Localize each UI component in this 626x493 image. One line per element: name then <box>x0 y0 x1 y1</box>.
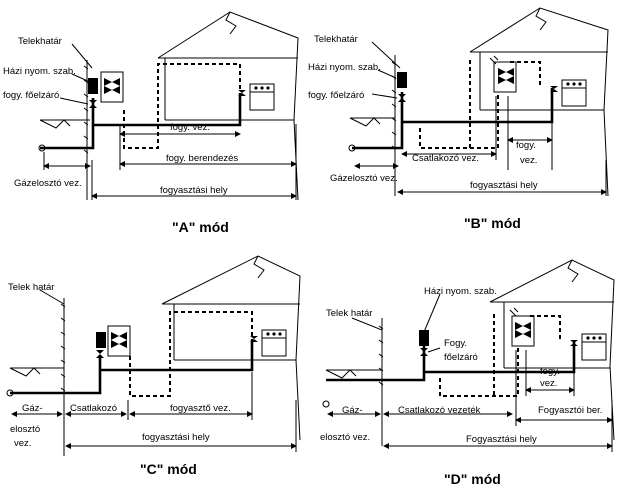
d-label-foelzaro: főelzáró <box>444 352 478 363</box>
panel-a-leaders <box>59 43 93 105</box>
d-label-fogyasztasi-hely: Fogyasztási hely <box>466 434 537 445</box>
c-caption: "C" mód <box>140 461 197 477</box>
d-label-vez2: vez. <box>540 378 557 389</box>
b-label-fogy-foelzaro: fogy. főelzáró <box>308 90 364 101</box>
a-label-fogy-vez: fogy. vez. <box>170 122 210 133</box>
panel-d-leaders <box>351 293 441 353</box>
panel-b-leaders <box>371 41 401 99</box>
panel-a-regulator <box>88 71 124 108</box>
b-caption: "B" mód <box>464 215 521 231</box>
panel-c-pipes <box>6 340 254 397</box>
panel-a: Telekhatár Házi nyom. szab. fogy. főelzá… <box>3 11 299 235</box>
panel-d-stove <box>570 333 607 361</box>
panel-c-house <box>161 255 301 441</box>
panel-b-dimensions <box>354 96 607 196</box>
c-label-eloszto: elosztó <box>10 424 40 435</box>
panel-c-dimensions <box>11 372 297 452</box>
panel-b-regulator <box>397 55 517 102</box>
b-label-telekhatar: Telekhatár <box>314 34 358 45</box>
panel-d-regulator <box>419 307 535 356</box>
c-label-vez: vez. <box>14 438 31 449</box>
panel-c-leaders <box>39 289 65 305</box>
panel-a-house <box>157 11 299 201</box>
b-label-csatlakozo-vez: Csatlakozó vez. <box>412 153 479 164</box>
panel-b-house <box>469 7 609 197</box>
b-label-fogy: fogy. <box>516 140 536 151</box>
a-label-gazeloszto-vez: Gázelosztó vez. <box>14 178 82 189</box>
b-label-fogyasztasi-hely: fogyasztási hely <box>470 180 538 191</box>
panel-a-stove <box>238 83 275 111</box>
d-label-hazi-nyom-szab: Házi nyom. szab. <box>424 286 497 297</box>
panel-d: Telek határ Házi nyom. szab. Fogy. főelz… <box>320 259 615 487</box>
a-label-hazi-nyom-szab: Házi nyom. szab. <box>3 66 76 77</box>
a-label-fogyasztasi-hely: fogyasztási hely <box>160 185 228 196</box>
c-label-csatlakozo: Csatlakozó <box>70 403 117 414</box>
panel-a-dimensions <box>43 124 297 200</box>
panel-a-boundary <box>83 60 89 200</box>
a-label-fogy-berendezes: fogy. berendezés <box>166 153 238 164</box>
d-label-fogy: Fogy. <box>444 338 467 349</box>
panel-d-house <box>489 259 615 441</box>
c-label-gaz: Gáz- <box>22 403 43 414</box>
d-caption: "D" mód <box>444 471 501 487</box>
panel-c-stove <box>250 329 287 357</box>
d-label-fogy2: fogy. <box>540 366 560 377</box>
panel-b-consumer-loop <box>419 60 541 149</box>
panel-a-pipes <box>38 93 242 152</box>
d-label-gaz: Gáz- <box>342 405 363 416</box>
d-label-csatlakozo-vezetek: Csatlakozó vezeték <box>398 405 481 416</box>
c-label-telek-hatar: Telek határ <box>8 282 54 293</box>
c-label-fogyaszto-vez: fogyasztő vez. <box>170 403 231 414</box>
panel-c-boundary <box>60 298 66 456</box>
b-label-vez: vez. <box>520 155 537 166</box>
panel-b-stove <box>550 79 587 107</box>
d-label-eloszto-vez: elosztó vez. <box>320 432 370 443</box>
panel-d-dimensions <box>327 350 613 452</box>
d-label-fogyasztoi-ber: Fogyasztói ber. <box>538 405 602 416</box>
a-caption: "A" mód <box>172 219 229 235</box>
panel-c-consumer-loop <box>129 311 253 397</box>
panel-d-pipes <box>322 340 576 408</box>
a-label-telekhatar: Telekhatár <box>18 36 62 47</box>
panel-d-boundary <box>378 318 384 446</box>
b-label-hazi-nyom-szab: Házi nyom. szab. <box>308 62 381 73</box>
panel-a-consumer-loop <box>123 63 241 149</box>
d-label-telek-hatar: Telek határ <box>326 308 372 319</box>
panel-b: Telekhatár Házi nyom. szab. fogy. főelzá… <box>308 7 609 231</box>
panel-c: Telek határ Gáz- elosztó vez. Csatlakozó… <box>6 255 301 477</box>
c-label-fogyasztasi-hely: fogyasztási hely <box>142 432 210 443</box>
panel-c-regulator <box>96 325 131 358</box>
b-label-gazeloszto-vez: Gázelosztó vez. <box>330 173 398 184</box>
panel-d-consumer-loop <box>439 314 561 397</box>
a-label-fogy-foelzaro: fogy. főelzáró <box>3 90 59 101</box>
